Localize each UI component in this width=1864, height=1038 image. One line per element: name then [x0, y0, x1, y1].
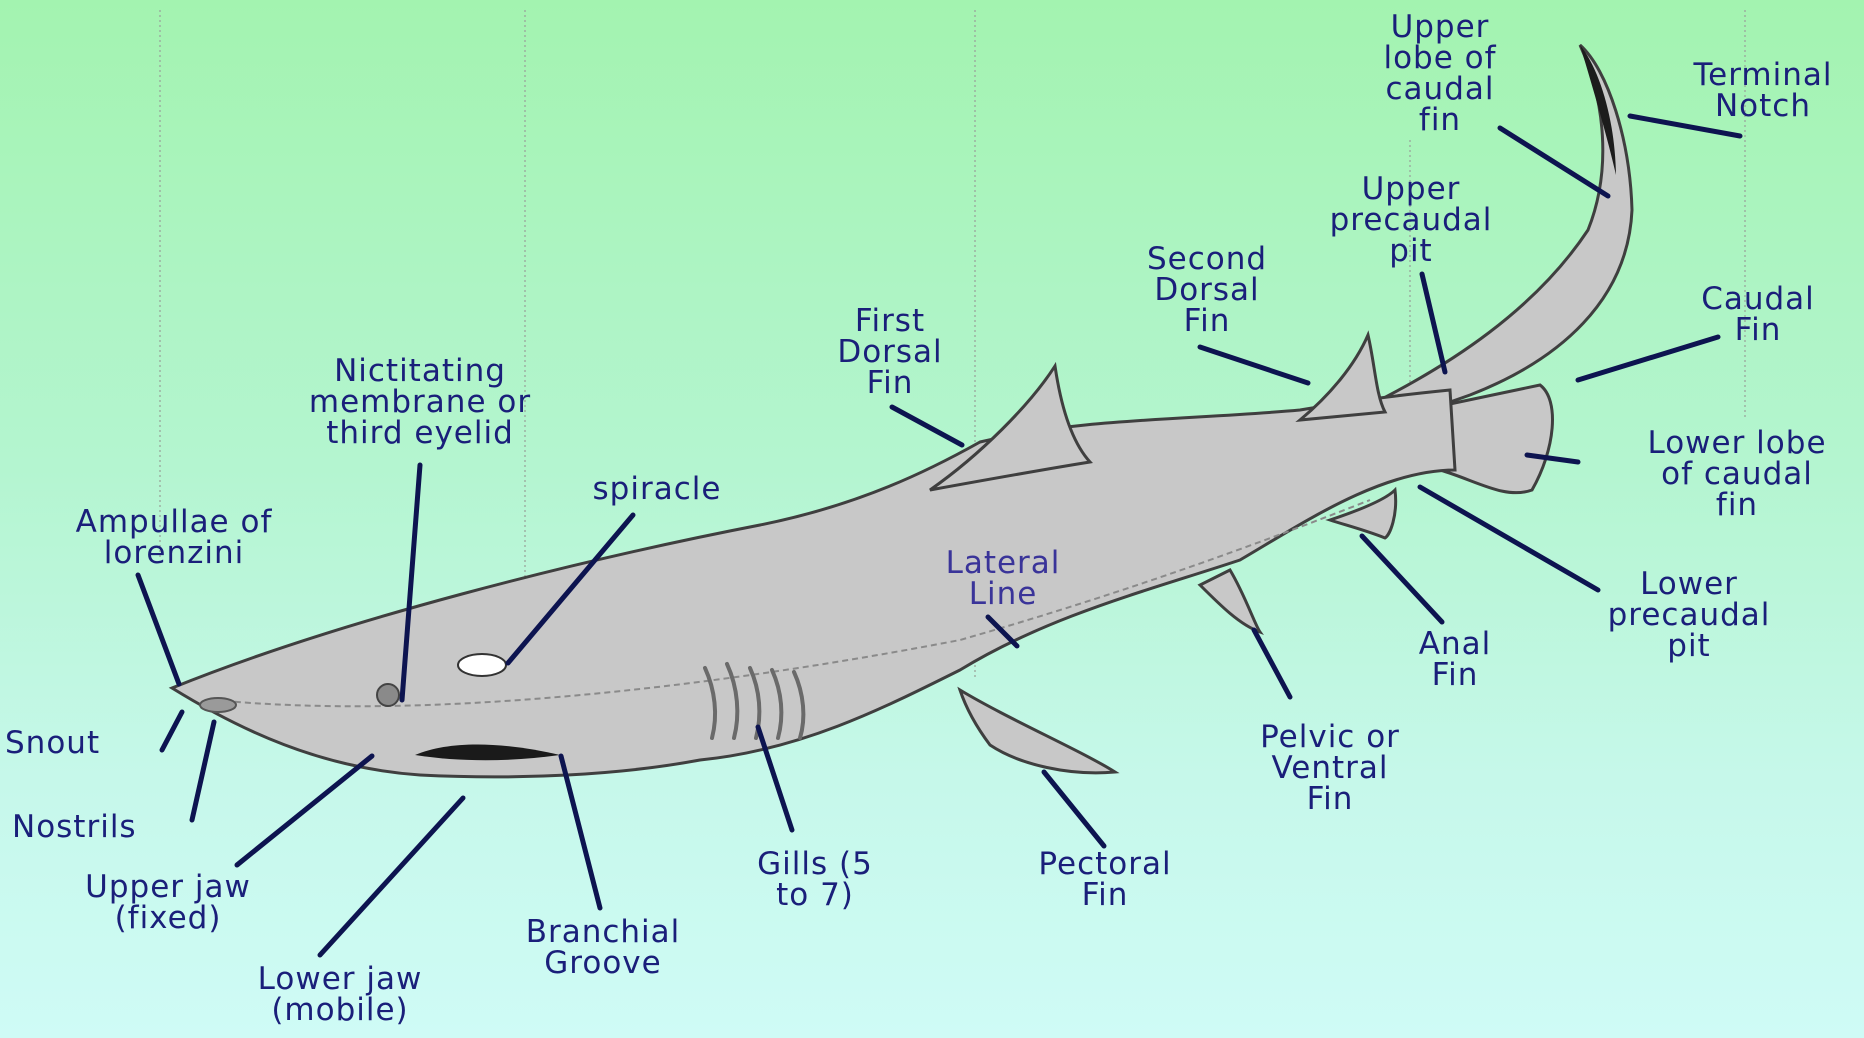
- label-lower-precaudal-pit: Lower precaudal pit: [1580, 569, 1798, 662]
- label-lateral-line: Lateral Line: [920, 548, 1086, 610]
- label-lower-lobe-of-caudal-fin: Lower lobe of caudal fin: [1612, 428, 1862, 521]
- label-caudal-fin: Caudal Fin: [1678, 284, 1838, 346]
- label-upper-lobe-of-caudal-fin: Upper lobe of caudal fin: [1370, 12, 1510, 136]
- label-ampullae-of-lorenzini: Ampullae of lorenzini: [40, 507, 308, 569]
- pectoral-fin-shape: [960, 690, 1115, 773]
- label-gills: Gills (5 to 7): [725, 849, 905, 911]
- label-snout: Snout: [5, 728, 135, 759]
- label-pectoral-fin: Pectoral Fin: [1010, 849, 1200, 911]
- label-spiracle: spiracle: [568, 474, 746, 505]
- eye: [377, 684, 399, 706]
- label-branchial-groove: Branchial Groove: [492, 917, 714, 979]
- pelvic-fin-shape: [1200, 570, 1260, 632]
- second-dorsal-fin-shape: [1300, 335, 1385, 420]
- lower-caudal-lobe: [1440, 385, 1552, 493]
- nostril-mark: [200, 698, 236, 712]
- label-terminal-notch: Terminal Notch: [1668, 60, 1858, 122]
- label-lower-jaw: Lower jaw (mobile): [225, 964, 455, 1026]
- label-pelvic-or-ventral-fin: Pelvic or Ventral Fin: [1230, 722, 1430, 815]
- label-upper-precaudal-pit: Upper precaudal pit: [1300, 174, 1522, 267]
- label-second-dorsal-fin: Second Dorsal Fin: [1118, 244, 1296, 337]
- label-nictitating-membrane: Nictitating membrane or third eyelid: [263, 356, 577, 449]
- label-nostrils: Nostrils: [12, 812, 182, 843]
- label-first-dorsal-fin: First Dorsal Fin: [815, 306, 965, 399]
- label-upper-jaw: Upper jaw (fixed): [50, 872, 286, 934]
- spiracle-mark: [458, 654, 506, 676]
- label-anal-fin: Anal Fin: [1400, 629, 1510, 691]
